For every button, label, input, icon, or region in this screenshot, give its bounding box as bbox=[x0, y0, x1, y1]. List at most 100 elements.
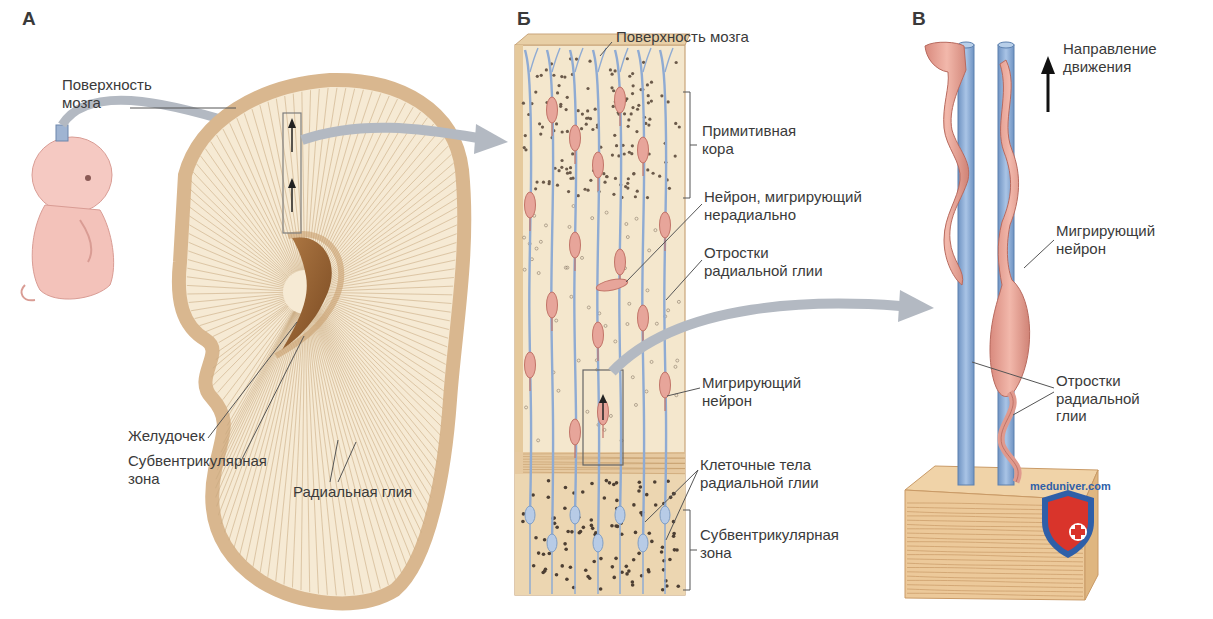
cell-dot bbox=[557, 389, 560, 392]
radial-glia-line bbox=[189, 225, 286, 281]
radial-glia-line bbox=[326, 251, 456, 286]
cell-dot bbox=[582, 526, 586, 530]
cell-dot bbox=[613, 134, 616, 137]
radial-glia-line bbox=[211, 142, 294, 274]
cell-dot bbox=[560, 75, 563, 78]
cell-dot bbox=[581, 490, 585, 494]
cell-dot bbox=[615, 499, 619, 503]
radial-glia-line bbox=[188, 260, 284, 287]
cell-dot bbox=[658, 175, 661, 178]
cell-dot bbox=[579, 530, 583, 534]
callout-label: Желудочек bbox=[128, 427, 288, 445]
radial-glia-line bbox=[317, 310, 433, 488]
cell-dot bbox=[674, 154, 677, 157]
cell-dot bbox=[650, 540, 654, 544]
cell-dot bbox=[650, 360, 653, 363]
cell-dot bbox=[605, 211, 608, 214]
cell-dot bbox=[537, 551, 541, 555]
cell-dot bbox=[655, 322, 658, 325]
radial-glia-line bbox=[187, 285, 283, 290]
cell-dot bbox=[632, 558, 636, 562]
radial-glia-line bbox=[326, 299, 448, 338]
cell-dot bbox=[561, 130, 564, 133]
leader-line bbox=[600, 42, 612, 56]
embryo-leg bbox=[22, 285, 35, 300]
fiber-branch bbox=[552, 48, 560, 72]
zoom-box bbox=[583, 370, 623, 465]
leader-line bbox=[130, 108, 236, 109]
radial-glia-line bbox=[309, 314, 355, 595]
cell-dot bbox=[543, 538, 547, 542]
cell-dot bbox=[647, 570, 651, 574]
band-line bbox=[523, 463, 685, 464]
radial-glia-line bbox=[326, 300, 448, 347]
radial-glia-line bbox=[219, 312, 295, 461]
embryo-arm bbox=[80, 220, 91, 262]
cell-dot bbox=[560, 564, 564, 568]
cell-dot bbox=[581, 112, 584, 115]
radial-glia-line bbox=[187, 292, 283, 294]
radial-glia-line bbox=[320, 308, 440, 435]
cell-dot bbox=[661, 588, 665, 592]
cell-dot bbox=[557, 84, 560, 87]
callout-label: Поверхность мозга bbox=[62, 76, 172, 111]
cell-dot bbox=[614, 340, 617, 343]
panel-letter: Б bbox=[517, 8, 547, 30]
cell-dot bbox=[580, 127, 583, 130]
callout-label: Радиальная глия bbox=[293, 483, 453, 501]
cell-dot bbox=[632, 172, 635, 175]
fiber-branch bbox=[665, 48, 673, 72]
radial-glia-line bbox=[323, 304, 444, 382]
leader-line bbox=[972, 362, 1054, 388]
cell-dot bbox=[584, 569, 588, 573]
cell-dot bbox=[587, 306, 590, 309]
cell-dot bbox=[612, 105, 615, 108]
cell-dot bbox=[555, 122, 558, 125]
radial-glia-line bbox=[327, 286, 453, 291]
cell-dot bbox=[647, 531, 651, 535]
cell-dot bbox=[653, 480, 657, 484]
callout-label: Поверхность мозга bbox=[616, 28, 816, 46]
glial-cell-body bbox=[570, 506, 580, 524]
cell-dot bbox=[614, 69, 617, 72]
radial-glia-line bbox=[314, 312, 415, 549]
panel-letter: В bbox=[912, 8, 942, 30]
radial-glia-line bbox=[216, 312, 297, 497]
radial-glia-line bbox=[324, 207, 457, 281]
cell-dot bbox=[637, 552, 641, 556]
tissue-line bbox=[907, 555, 1083, 558]
detail-view bbox=[905, 42, 1098, 600]
cell-dot bbox=[570, 295, 573, 298]
cell-dot bbox=[654, 503, 658, 507]
radial-glia-line bbox=[228, 311, 293, 417]
cell-dot bbox=[586, 410, 589, 413]
cell-dot bbox=[627, 569, 631, 573]
zoom-arrow-head bbox=[898, 290, 934, 322]
migrating-neuron-body bbox=[990, 60, 1030, 396]
cell-dot bbox=[616, 525, 620, 529]
neuron-process-edge bbox=[1001, 392, 1018, 482]
cell-dot bbox=[615, 144, 618, 147]
cell-dot bbox=[646, 196, 649, 199]
leader-line bbox=[338, 442, 356, 482]
radial-glia-line bbox=[188, 251, 284, 285]
band-line bbox=[523, 458, 685, 459]
cell-dot bbox=[564, 547, 568, 551]
radial-glia-line bbox=[227, 311, 294, 425]
zoom-box bbox=[283, 113, 301, 233]
cell-dot bbox=[568, 225, 571, 228]
cell-dot bbox=[647, 94, 650, 97]
cell-dot bbox=[635, 217, 638, 220]
radial-glia-line bbox=[327, 292, 452, 294]
logo-shield-inner bbox=[1048, 496, 1088, 551]
cell-dot bbox=[634, 403, 637, 406]
cell-dot bbox=[536, 75, 539, 78]
cell-dot bbox=[563, 75, 566, 78]
cell-dot bbox=[605, 479, 609, 483]
callout-label: Направление движения bbox=[1063, 40, 1178, 75]
radial-glia-line bbox=[308, 314, 345, 596]
callout-label: Мигрирующий нейрон bbox=[702, 374, 812, 409]
fiber-branch bbox=[575, 48, 583, 72]
cell-dot bbox=[676, 584, 680, 588]
bracket bbox=[683, 92, 690, 198]
